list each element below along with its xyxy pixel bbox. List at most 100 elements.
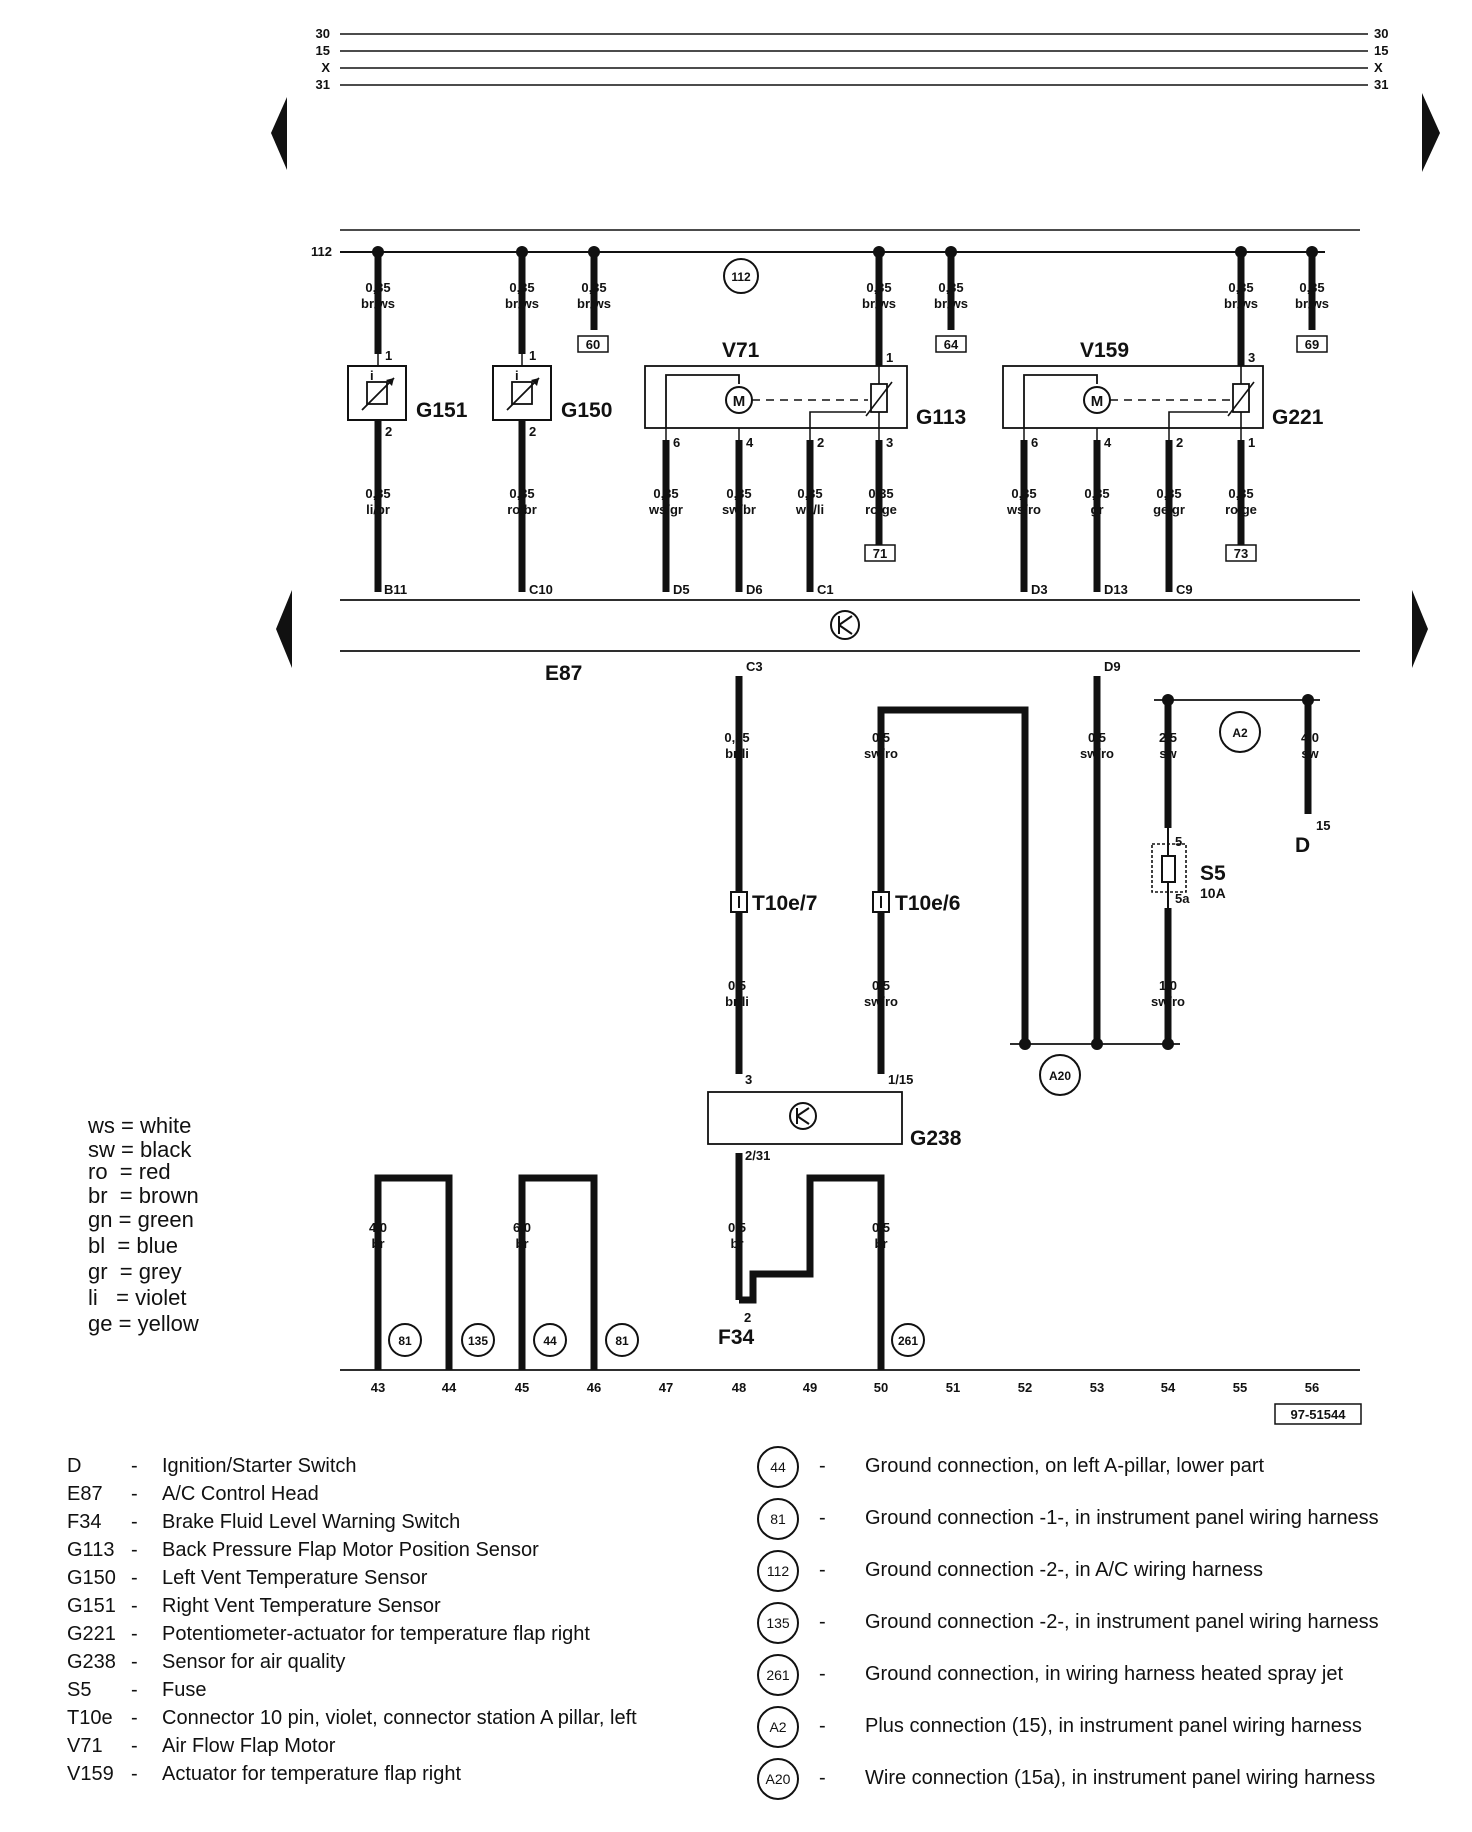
ref-box-73: 73 — [1225, 544, 1257, 562]
wire-color: ws/li — [795, 502, 824, 517]
svg-text:53: 53 — [1090, 1380, 1104, 1395]
label-s5: S5 — [1200, 862, 1226, 885]
label-g151: G151 — [416, 399, 468, 422]
wire-color: sw/br — [722, 502, 756, 517]
svg-text:44: 44 — [543, 1334, 557, 1348]
diagram-id-box — [1274, 1403, 1362, 1425]
wire-size: 0,35 — [509, 486, 534, 501]
actuator-v159-g221: M — [1002, 365, 1264, 429]
pin-label: D5 — [673, 582, 690, 597]
ground-point-a20: A20 — [1039, 1054, 1081, 1096]
wire-color: ro/br — [507, 502, 537, 517]
legend-item: bl = blue — [88, 1233, 178, 1258]
bus-label-x-right: X — [1374, 60, 1383, 75]
wire-color: br — [372, 1236, 385, 1251]
ref-box-60: 60 — [577, 335, 609, 353]
pin-label: D9 — [1104, 659, 1121, 674]
bus-label-31-right: 31 — [1374, 77, 1388, 92]
ground-point-81b: 81 — [605, 1323, 639, 1357]
wire-size: 0,5 — [728, 1220, 746, 1235]
ground-badge: 112 — [757, 1550, 799, 1592]
pin-label: B11 — [384, 582, 407, 597]
label-v71: V71 — [722, 339, 760, 362]
ground-point-a2: A2 — [1219, 711, 1261, 753]
pin-label: 3 — [1248, 350, 1255, 365]
wire-size: 0,35 — [365, 280, 390, 295]
wire-color: br/li — [725, 994, 749, 1009]
label-g221: G221 — [1272, 406, 1324, 429]
svg-text:49: 49 — [803, 1380, 817, 1395]
svg-text:135: 135 — [468, 1334, 488, 1348]
legend-item: ge = yellow — [88, 1311, 199, 1336]
connector-t10e-6 — [872, 891, 890, 913]
pin-label: 2 — [1176, 435, 1183, 450]
svg-text:55: 55 — [1233, 1380, 1247, 1395]
wire-size: 0,5 — [872, 978, 890, 993]
wire-size: 1,0 — [1159, 978, 1177, 993]
sensor-g151: i — [347, 365, 407, 421]
pin-label: C1 — [817, 582, 834, 597]
electronic-symbol-icon — [830, 610, 860, 640]
wire-color: sw — [1159, 746, 1177, 761]
legend-item: sw = black — [88, 1137, 192, 1162]
svg-text:56: 56 — [1305, 1380, 1319, 1395]
label-g113: G113 — [916, 406, 966, 429]
wire-color: br/ws — [505, 296, 539, 311]
wire-size: 0,35 — [797, 486, 822, 501]
ref-box-69: 69 — [1296, 335, 1328, 353]
wire-color: sw/ro — [1080, 746, 1114, 761]
svg-text:47: 47 — [659, 1380, 673, 1395]
wire-size: 0,35 — [726, 486, 751, 501]
label-g238: G238 — [910, 1127, 962, 1150]
wire-color: gr — [1091, 502, 1104, 517]
pin-label: D3 — [1031, 582, 1048, 597]
wire-size: 4,0 — [369, 1220, 387, 1235]
bus-label-30-left: 30 — [316, 26, 330, 41]
wire-color: br — [731, 1236, 744, 1251]
continue-right-arrow-mid — [1412, 590, 1428, 668]
sensor-g238 — [707, 1091, 903, 1145]
svg-text:81: 81 — [398, 1334, 412, 1348]
pin-label: 1/15 — [888, 1072, 913, 1087]
label-v159: V159 — [1080, 339, 1129, 362]
wire-color: br/ws — [1295, 296, 1329, 311]
svg-text:44: 44 — [442, 1380, 457, 1395]
wire-size: 0,35 — [653, 486, 678, 501]
ground-point-261: 261 — [891, 1323, 925, 1357]
ref-box-71: 71 — [864, 544, 896, 562]
wire-size: 0,35 — [938, 280, 963, 295]
label-s5-rating: 10A — [1200, 885, 1226, 901]
ground-badge: 44 — [757, 1446, 799, 1488]
wire-size: 0,35 — [365, 486, 390, 501]
legend-item: br = brown — [88, 1183, 199, 1208]
pin-label: 1 — [529, 348, 536, 363]
svg-text:73: 73 — [1234, 546, 1248, 561]
top-bus — [340, 33, 1368, 86]
upper-wires — [374, 252, 1316, 592]
wire-color: ro/ge — [1225, 502, 1257, 517]
label-d: D — [1295, 834, 1310, 857]
svg-text:71: 71 — [873, 546, 887, 561]
wire-color: sw — [1301, 746, 1319, 761]
legend-item: gr = grey — [88, 1259, 182, 1284]
pin-label: D6 — [746, 582, 763, 597]
pin-label: 2 — [385, 424, 392, 439]
wire-size: 0,5 — [872, 730, 890, 745]
svg-text:81: 81 — [615, 1334, 629, 1348]
legend-item: ws = white — [88, 1113, 192, 1138]
wire-color: sw/ro — [864, 746, 898, 761]
wire-color: br — [516, 1236, 529, 1251]
svg-text:261: 261 — [898, 1334, 918, 1348]
ground-badge: A2 — [757, 1706, 799, 1748]
pin-label: C10 — [529, 582, 553, 597]
svg-text:54: 54 — [1161, 1380, 1176, 1395]
svg-text:45: 45 — [515, 1380, 529, 1395]
wire-size: 0,35 — [1084, 486, 1109, 501]
wire-color: br/li — [725, 746, 749, 761]
wire-size: 0,35 — [1299, 280, 1324, 295]
ground-point-112: 112 — [723, 258, 759, 294]
label-f34: F34 — [718, 1326, 755, 1349]
pin-label: 2 — [817, 435, 824, 450]
wire-size: 0,35 — [509, 280, 534, 295]
svg-text:52: 52 — [1018, 1380, 1032, 1395]
